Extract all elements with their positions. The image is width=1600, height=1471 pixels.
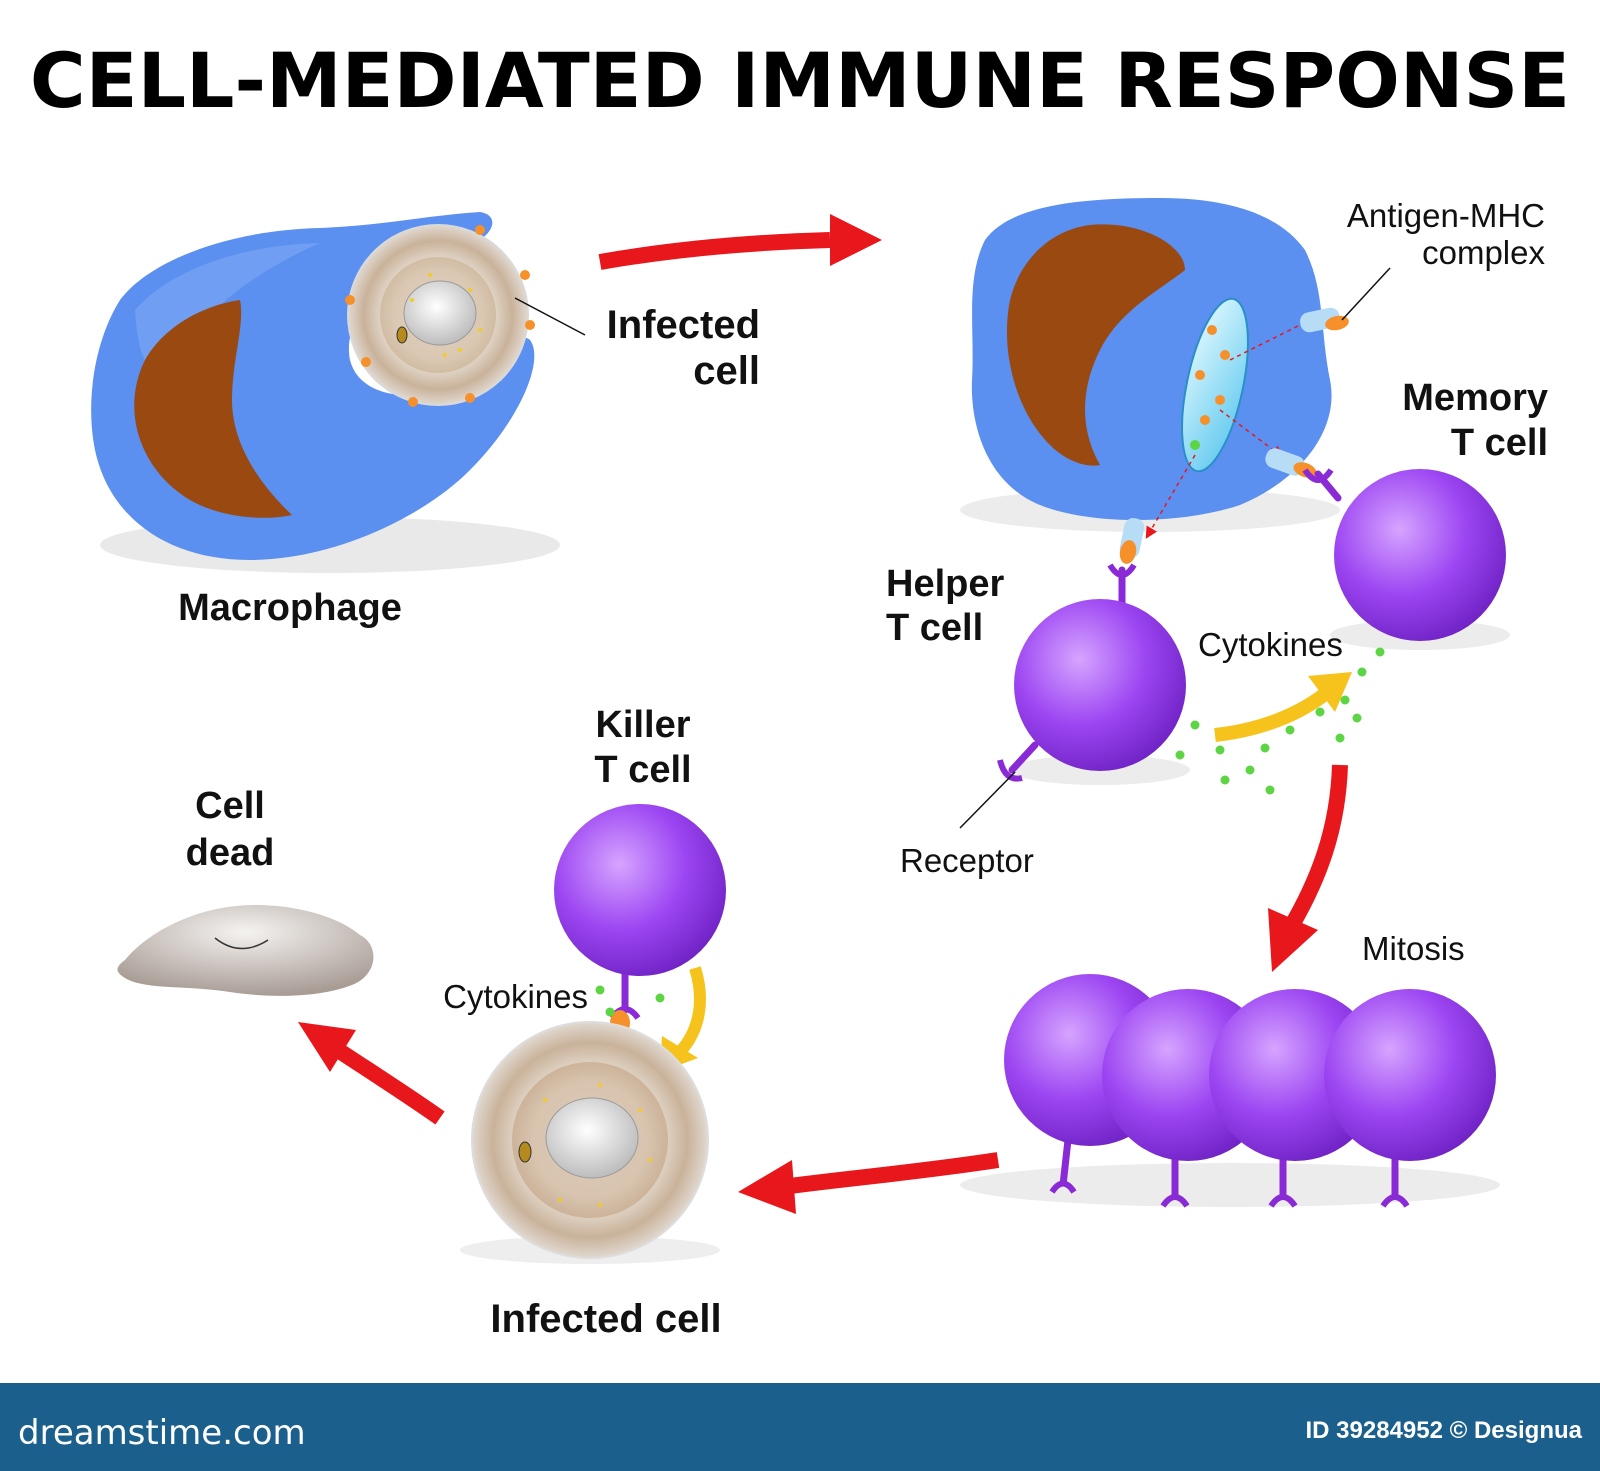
footer-brand: dreamstime.com — [18, 1413, 306, 1453]
macrophage-nucleus — [134, 300, 292, 518]
memory-t-cell — [1302, 468, 1510, 650]
arrow-left — [298, 1022, 445, 1125]
infected-cell-bottom — [460, 1021, 720, 1264]
infected-cell-pointer — [514, 297, 586, 336]
antigen-presenting-macrophage — [960, 198, 1349, 564]
label-cell-dead-line1: Cell — [195, 785, 265, 827]
label-receptor: Receptor — [900, 842, 1034, 879]
page-title: CELL-MEDIATED IMMUNE RESPONSE — [30, 36, 1570, 125]
label-antigen-line2: complex — [1422, 234, 1545, 271]
apc-nucleus — [1006, 224, 1185, 466]
footer-bar — [0, 1383, 1600, 1471]
label-killer-line2: T cell — [594, 749, 691, 791]
antigen-pointer — [1341, 267, 1391, 321]
arrow-bottom — [738, 1152, 1000, 1214]
antigen-vesicle — [1181, 297, 1249, 473]
infected-cell-engulfed — [345, 224, 535, 407]
label-memory-line2: T cell — [1451, 422, 1548, 464]
label-antigen-line1: Antigen-MHC — [1347, 197, 1545, 234]
mitosis-t-cells — [960, 974, 1500, 1208]
footer-credit: ID 39284952 © Designua — [1306, 1417, 1583, 1444]
label-helper-line1: Helper — [886, 563, 1004, 605]
label-infected-cell-bottom: Infected cell — [490, 1297, 721, 1341]
label-cytokines-left: Cytokines — [443, 978, 588, 1015]
label-memory-line1: Memory — [1402, 377, 1548, 419]
label-infected-cell-top-line1: Infected — [607, 303, 760, 347]
label-helper-line2: T cell — [886, 607, 983, 649]
label-infected-cell-top-line2: cell — [693, 349, 760, 393]
helper-t-cell — [997, 563, 1190, 785]
label-cytokines-right: Cytokines — [1198, 626, 1343, 663]
dead-cell — [117, 905, 374, 996]
label-killer-line1: Killer — [595, 704, 690, 746]
cytokines-right — [1175, 647, 1385, 795]
arrow-top — [598, 214, 882, 270]
dead-cell-body — [117, 905, 374, 996]
arrow-mitosis — [1268, 764, 1348, 972]
label-cell-dead-line2: dead — [186, 832, 275, 874]
mitosis-t-cell-4 — [1324, 989, 1496, 1208]
receptor-pointer — [959, 771, 1016, 829]
macrophage-engulfing — [91, 212, 586, 573]
label-macrophage: Macrophage — [178, 587, 402, 629]
label-mitosis: Mitosis — [1362, 930, 1465, 967]
